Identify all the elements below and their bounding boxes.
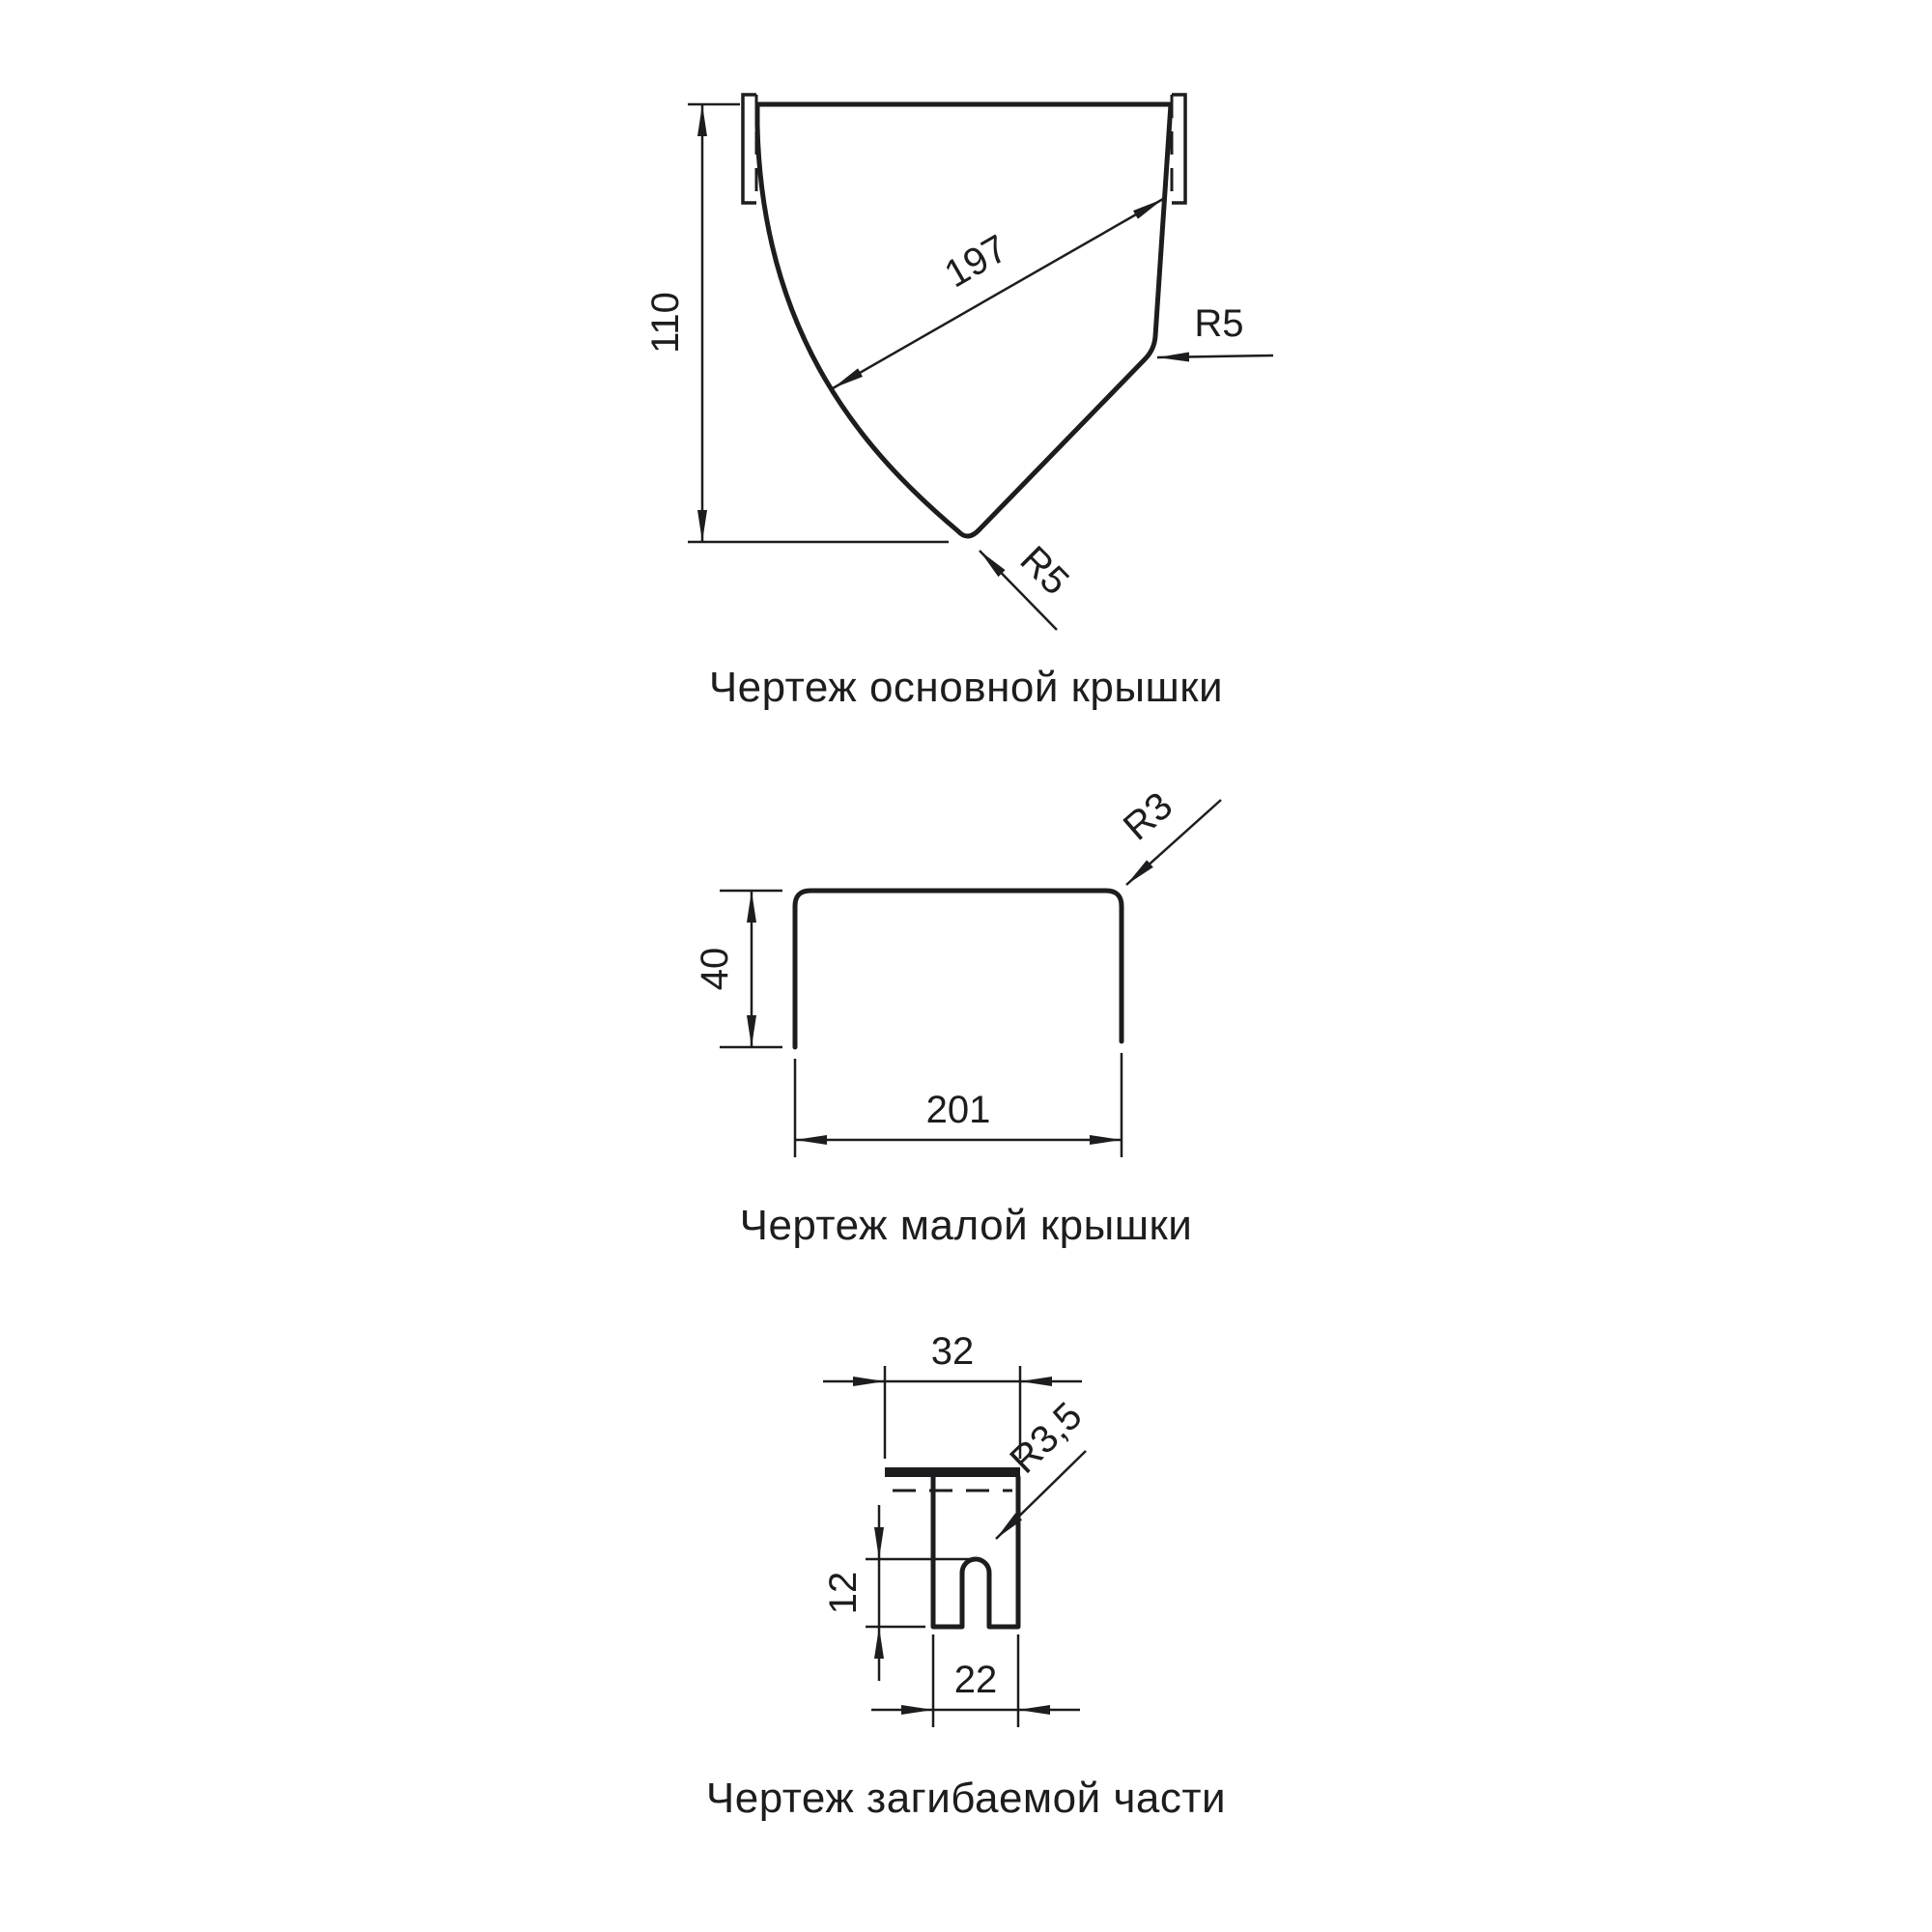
main-cover-left-tab <box>741 93 758 205</box>
dim-bent-slot-height: 12 <box>822 1505 978 1681</box>
dim-bent-top-width-label: 32 <box>931 1330 975 1373</box>
bent-part-drawing: 32 12 22 R3,5 Чертеж загибаемой части <box>706 1330 1226 1822</box>
dim-small-width-label: 201 <box>926 1089 991 1131</box>
dim-bent-slot-height-label: 12 <box>822 1572 865 1615</box>
small-cover-outline <box>792 888 1124 1050</box>
bent-part-outline <box>930 1474 1021 1630</box>
dim-small-height-label: 40 <box>694 948 736 991</box>
dim-bent-bottom-width: 22 <box>871 1634 1080 1727</box>
callout-small-corner-radius: R3 <box>1116 784 1222 886</box>
dim-bent-top-width: 32 <box>823 1330 1082 1459</box>
dim-main-diagonal-label: 197 <box>938 227 1015 296</box>
callout-bent-slot-radius: R3,5 <box>995 1394 1091 1540</box>
main-cover-outline <box>754 101 1174 539</box>
small-cover-drawing: 40 201 R3 Чертеж малой крышки <box>694 784 1222 1249</box>
main-cover-right-tab <box>1170 93 1187 205</box>
dim-small-height: 40 <box>694 889 782 1049</box>
dim-bent-bottom-width-label: 22 <box>954 1659 998 1701</box>
bent-part-flange <box>885 1467 1020 1477</box>
dim-main-height: 110 <box>644 102 949 544</box>
dim-small-width: 201 <box>793 1053 1123 1157</box>
dim-main-height-label: 110 <box>644 292 687 354</box>
dim-main-diagonal: 197 <box>832 197 1164 390</box>
main-cover-caption: Чертеж основной крышки <box>709 664 1223 711</box>
callout-main-side-radius-label: R5 <box>1194 302 1243 345</box>
main-cover-drawing: 110 197 R5 R5 Чертеж основной крышки <box>644 93 1274 711</box>
bent-part-caption: Чертеж загибаемой части <box>706 1775 1226 1822</box>
callout-small-corner-radius-label: R3 <box>1116 784 1180 849</box>
callout-main-tip-radius: R5 <box>979 538 1077 631</box>
callout-main-side-radius: R5 <box>1156 302 1274 362</box>
small-cover-caption: Чертеж малой крышки <box>740 1202 1193 1249</box>
